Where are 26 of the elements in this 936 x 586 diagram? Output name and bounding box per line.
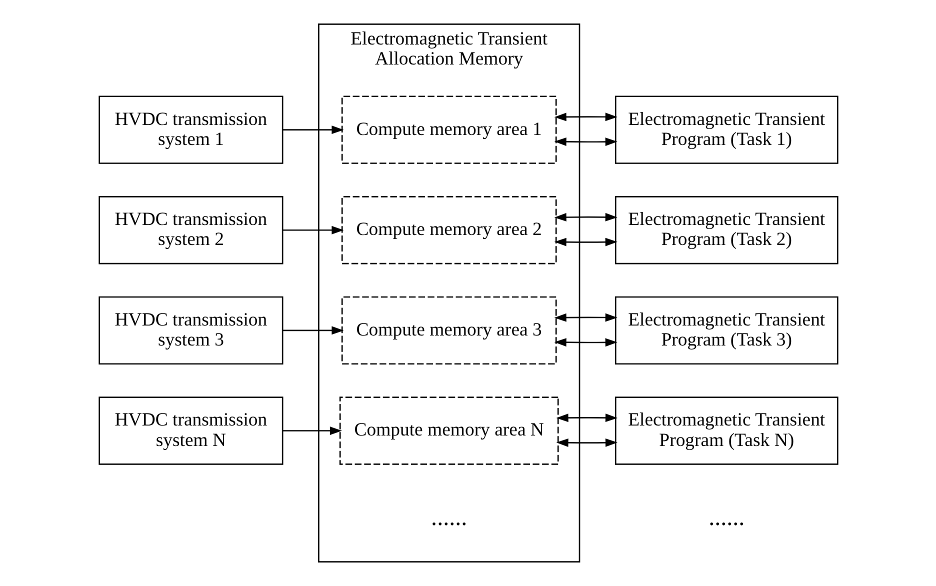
label: ...... (430, 504, 467, 531)
arrow (282, 426, 342, 435)
arrow (554, 212, 617, 222)
arrow (282, 126, 344, 134)
arrow (554, 112, 617, 122)
arrow (282, 226, 344, 234)
node-box: HVDC transmission system N (98, 396, 283, 465)
arrow (554, 238, 617, 246)
arrow (554, 338, 617, 347)
node-box: Compute memory area 3 (340, 296, 556, 365)
node-box: Electromagnetic Transient Program (Task 3) (614, 296, 838, 365)
node-box: HVDC transmission system 2 (98, 196, 283, 264)
arrow (554, 138, 617, 146)
node-box: Compute memory area 2 (340, 196, 556, 264)
node-box: Electromagnetic Transient Program (Task 1) (614, 96, 838, 164)
arrow (554, 313, 617, 322)
node-box: Electromagnetic Transient Program (Task N) (614, 396, 838, 465)
arrow (556, 414, 618, 422)
label: ...... (708, 504, 744, 531)
node-box: Electromagnetic Transient Program (Task 2) (614, 196, 838, 264)
node-box: Compute memory area N (338, 396, 558, 465)
arrow (282, 326, 344, 335)
node-box: Compute memory area 1 (340, 96, 556, 164)
node-box: HVDC transmission system 3 (98, 296, 283, 365)
node-box: HVDC transmission system 1 (98, 96, 283, 164)
arrow (556, 438, 618, 447)
